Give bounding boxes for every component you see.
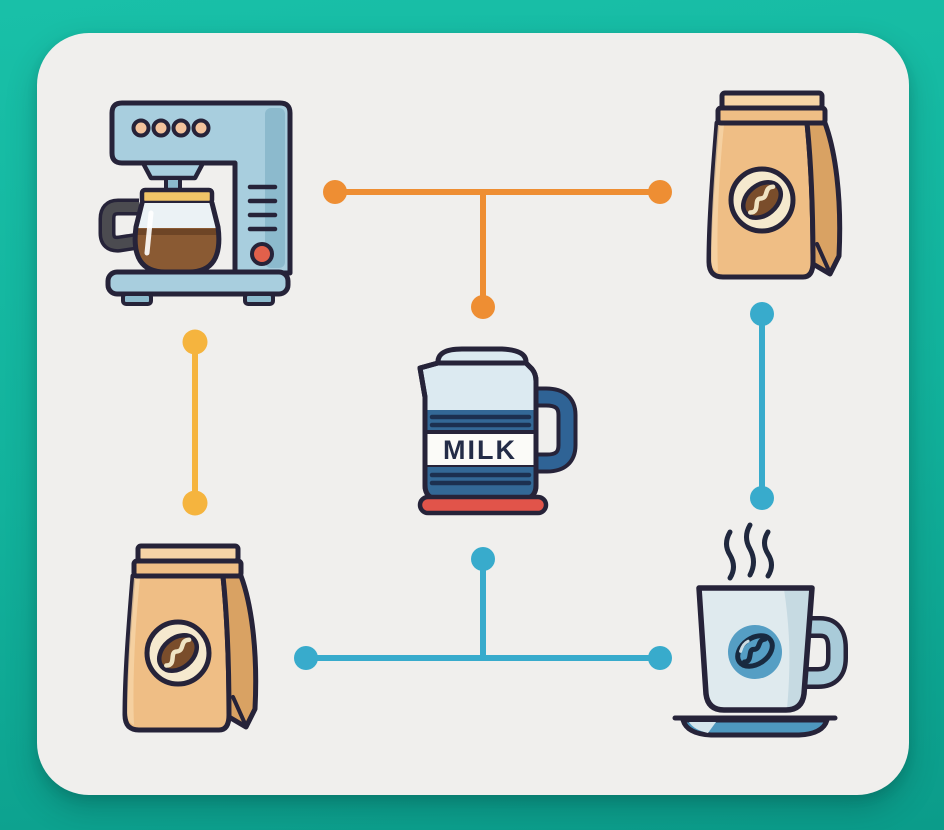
node-dot — [648, 180, 672, 204]
coffee-mug-illustration — [672, 522, 848, 738]
machine-buttons — [131, 118, 211, 138]
mug-bean-icon — [735, 633, 775, 669]
mug-handle — [804, 616, 848, 689]
node-dot — [750, 486, 774, 510]
node-dot — [323, 180, 347, 204]
coffee-machine-illustration — [98, 100, 293, 306]
milk-label: MILK — [443, 435, 517, 465]
machine-power-button — [250, 242, 274, 266]
node-dot — [648, 646, 672, 670]
node-dot — [182, 329, 208, 355]
machine-base — [105, 269, 291, 297]
illustration-card: MILK — [37, 33, 909, 795]
jug-base — [417, 494, 549, 516]
carafe-handle — [98, 198, 141, 253]
node-dot — [182, 490, 208, 516]
coffee-diagram-illustration: MILK — [98, 33, 848, 738]
connector-right-vertical — [750, 302, 774, 510]
node-dot — [750, 302, 774, 326]
connector-bottom-tee — [294, 547, 672, 670]
jug-handle — [530, 386, 578, 474]
machine-vents — [247, 184, 278, 232]
node-dot — [294, 646, 318, 670]
connector-top-tee — [323, 180, 672, 319]
milk-jug-illustration: MILK — [417, 346, 578, 516]
coffee-bag-top-right-illustration — [709, 93, 840, 277]
coffee-bag-bottom-left-illustration — [125, 546, 256, 730]
node-dot — [471, 547, 495, 571]
connector-left-vertical — [182, 329, 208, 516]
node-dot — [471, 295, 495, 319]
saucer — [672, 715, 838, 738]
steam-icon — [724, 522, 774, 581]
coffee-carafe — [132, 187, 222, 275]
